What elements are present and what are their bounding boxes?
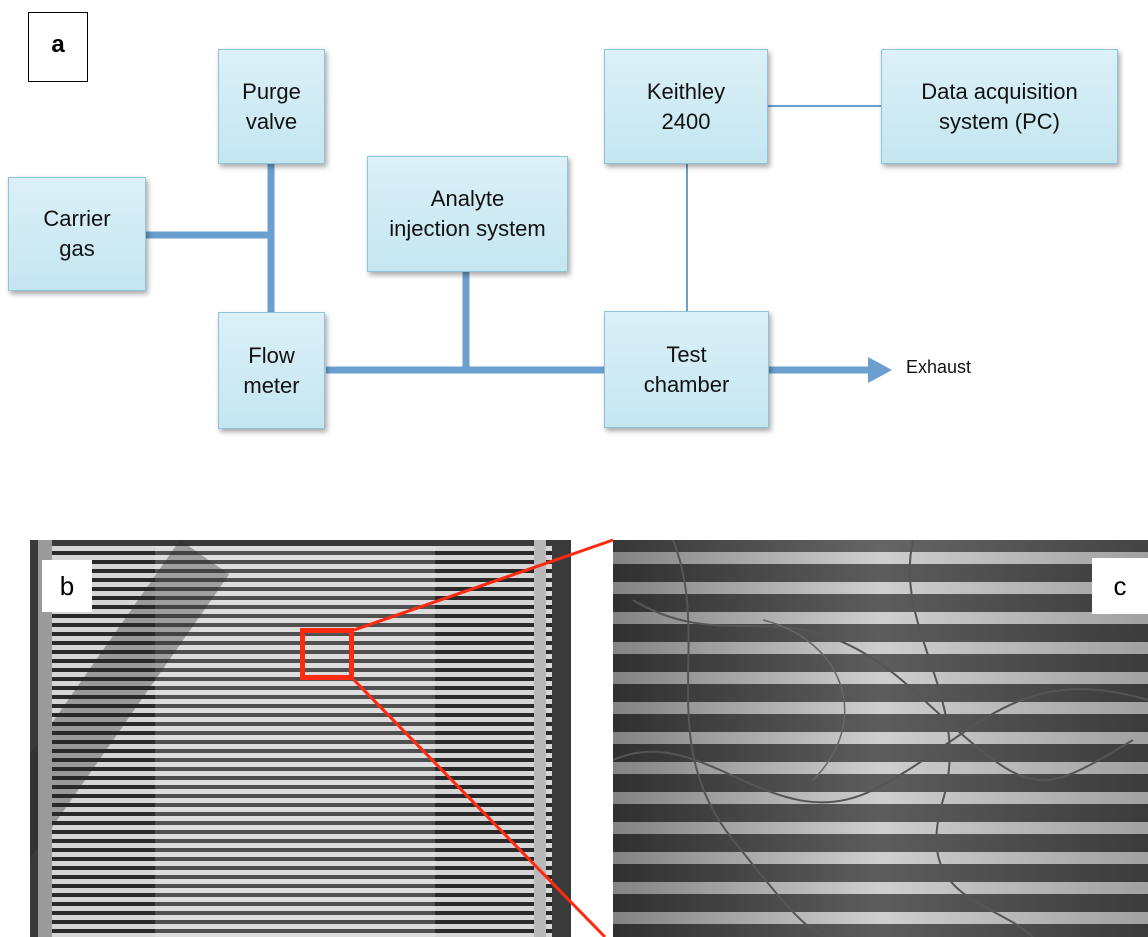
flow-connections [146, 105, 892, 383]
analyte-injection-box: Analyte injection system [367, 156, 568, 272]
data-acquisition-box: Data acquisition system (PC) [881, 49, 1118, 164]
zoom-line-bottom [352, 678, 607, 937]
panel-label-a: a [28, 12, 88, 82]
zoom-region-marker [300, 628, 354, 680]
contact-pad-right [534, 540, 546, 937]
electrode-fingers [52, 546, 552, 937]
zoom-line-top [353, 538, 614, 632]
panel-label-c: c [1092, 558, 1148, 614]
fiber-network [613, 540, 1148, 937]
exhaust-label: Exhaust [906, 357, 972, 377]
contact-pad-left [38, 540, 52, 937]
sample-region [155, 546, 435, 937]
exhaust-arrowhead [868, 357, 892, 383]
electrode-photo-overview [30, 540, 571, 937]
purge-valve-box: Purge valve [218, 49, 325, 164]
electrode-photo-zoomed [613, 540, 1148, 937]
photo-shading [613, 540, 1148, 937]
flow-meter-box: Flow meter [218, 312, 325, 429]
test-chamber-box: Test chamber [604, 311, 769, 428]
keithley-box: Keithley 2400 [604, 49, 768, 164]
carrier-gas-box: Carrier gas [8, 177, 146, 291]
panel-label-b: b [42, 560, 92, 612]
electrode-fingers-zoomed [613, 552, 1148, 937]
